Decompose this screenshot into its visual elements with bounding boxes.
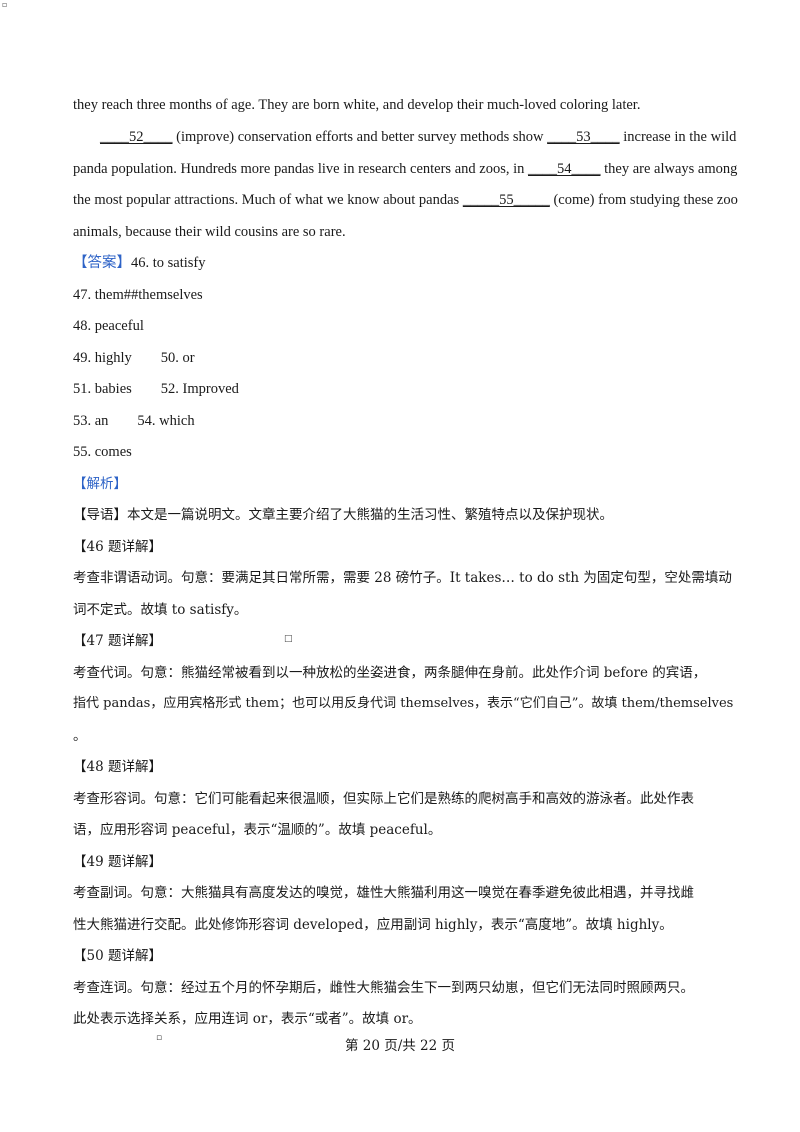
q48-title: 【48 题详解】 <box>73 759 162 775</box>
q50-explanation: 考查连词。句意：经过五个月的怀孕期后，雌性大熊猫会生下一到两只幼崽，但它们无法同… <box>73 980 694 996</box>
page-footer: 第 20 页/共 22 页 <box>344 1038 456 1054</box>
passage-text: (come) from studying these zoo <box>549 192 738 208</box>
answer-46: 46. to satisfy <box>131 255 206 271</box>
passage-line-1: they reach three months of age. They are… <box>73 97 641 113</box>
passage-line-4: the most popular attractions. Much of wh… <box>73 191 738 209</box>
guide-text: 【导语】本文是一篇说明文。文章主要介绍了大熊猫的生活习性、繁殖特点以及保护现状。 <box>73 507 613 523</box>
answer-label: 【答案】 <box>73 255 131 271</box>
box-marker-icon: □ <box>284 634 293 644</box>
q50-title: 【50 题详解】 <box>73 948 162 964</box>
blank-53: ____53____ <box>547 129 620 145</box>
q47-explanation: 。 <box>73 728 87 744</box>
answer-line: 53. an 54. which <box>73 413 195 429</box>
passage-text: they are always among <box>600 161 738 177</box>
passage-text: the most popular attractions. Much of wh… <box>73 192 463 208</box>
q48-explanation: 语，应用形容词 peaceful，表示“温顺的”。故填 peaceful。 <box>73 822 442 838</box>
blank-55: _____55_____ <box>462 192 550 208</box>
answer-line: 49. highly 50. or <box>73 350 195 366</box>
q47-explanation: 指代 pandas，应用宾格形式 them；也可以用反身代词 themselve… <box>73 696 734 711</box>
passage-line-5: animals, because their wild cousins are … <box>73 224 346 240</box>
answer-line: 48. peaceful <box>73 318 144 334</box>
answer-line-1: 【答案】46. to satisfy <box>73 254 206 272</box>
passage-line-2: ____52____ (improve) conservation effort… <box>100 128 736 146</box>
passage-line-3: panda population. Hundreds more pandas l… <box>73 160 737 178</box>
passage-text: (improve) conservation efforts and bette… <box>172 129 548 145</box>
blank-52: ____52____ <box>100 129 173 145</box>
blank-54: ____54____ <box>528 161 601 177</box>
passage-text: increase in the wild <box>619 129 737 145</box>
passage-text: panda population. Hundreds more pandas l… <box>73 161 528 177</box>
analysis-label: 【解析】 <box>73 476 127 492</box>
q50-explanation: 此处表示选择关系，应用连词 or，表示“或者”。故填 or。 <box>73 1011 422 1027</box>
corner-mark: ▫ <box>2 0 8 9</box>
q46-explanation: 考查非谓语动词。句意：要满足其日常所需，需要 28 磅竹子。It takes… … <box>73 570 732 586</box>
answer-line: 47. them##themselves <box>73 287 203 303</box>
q49-explanation: 考查副词。句意：大熊猫具有高度发达的嗅觉，雄性大熊猫利用这一嗅觉在春季避免彼此相… <box>73 885 694 901</box>
answer-line: 55. comes <box>73 444 132 460</box>
q46-title: 【46 题详解】 <box>73 539 162 555</box>
q47-title: 【47 题详解】 <box>73 633 162 649</box>
q48-explanation: 考查形容词。句意：它们可能看起来很温顺，但实际上它们是熟练的爬树高手和高效的游泳… <box>73 791 694 807</box>
box-marker-icon: ▫ <box>156 1033 163 1043</box>
q49-title: 【49 题详解】 <box>73 854 162 870</box>
q47-explanation: 考查代词。句意：熊猫经常被看到以一种放松的坐姿进食，两条腿伸在身前。此处作介词 … <box>73 665 707 681</box>
q46-explanation: 词不定式。故填 to satisfy。 <box>73 602 248 618</box>
answer-line: 51. babies 52. Improved <box>73 381 239 397</box>
q49-explanation: 性大熊猫进行交配。此处修饰形容词 developed，应用副词 highly，表… <box>73 917 673 933</box>
